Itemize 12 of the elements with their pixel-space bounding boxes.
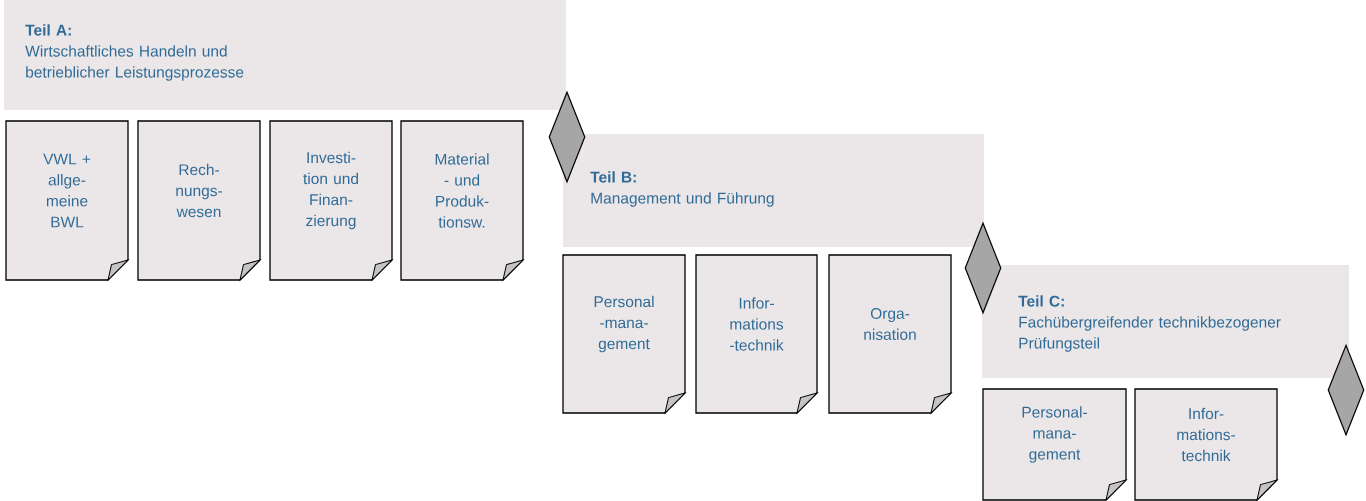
document-card: Material - und Produk- tionsw. <box>400 120 524 281</box>
document-card: Infor- mations- technik <box>1134 388 1278 501</box>
document-card: Personal -mana- gement <box>562 254 686 414</box>
section-band: Teil A: Wirtschaftliches Handeln und betrieblicher Leistungsprozesse <box>4 0 566 110</box>
document-card: Investi- tion und Finan- zierung <box>269 120 393 281</box>
document-card: Personal- mana- gement <box>982 388 1127 501</box>
document-card: Infor- mations -technik <box>695 254 818 414</box>
document-card: Orga- nisation <box>828 254 952 414</box>
document-card: VWL + allge- meine BWL <box>5 120 129 281</box>
section-band: Teil C: Fachübergreifender technikbezogener Prüfungsteil <box>982 265 1349 378</box>
document-card: Rech- nungs- wesen <box>137 120 261 281</box>
section-band: Teil B: Management und Führung <box>563 134 984 247</box>
